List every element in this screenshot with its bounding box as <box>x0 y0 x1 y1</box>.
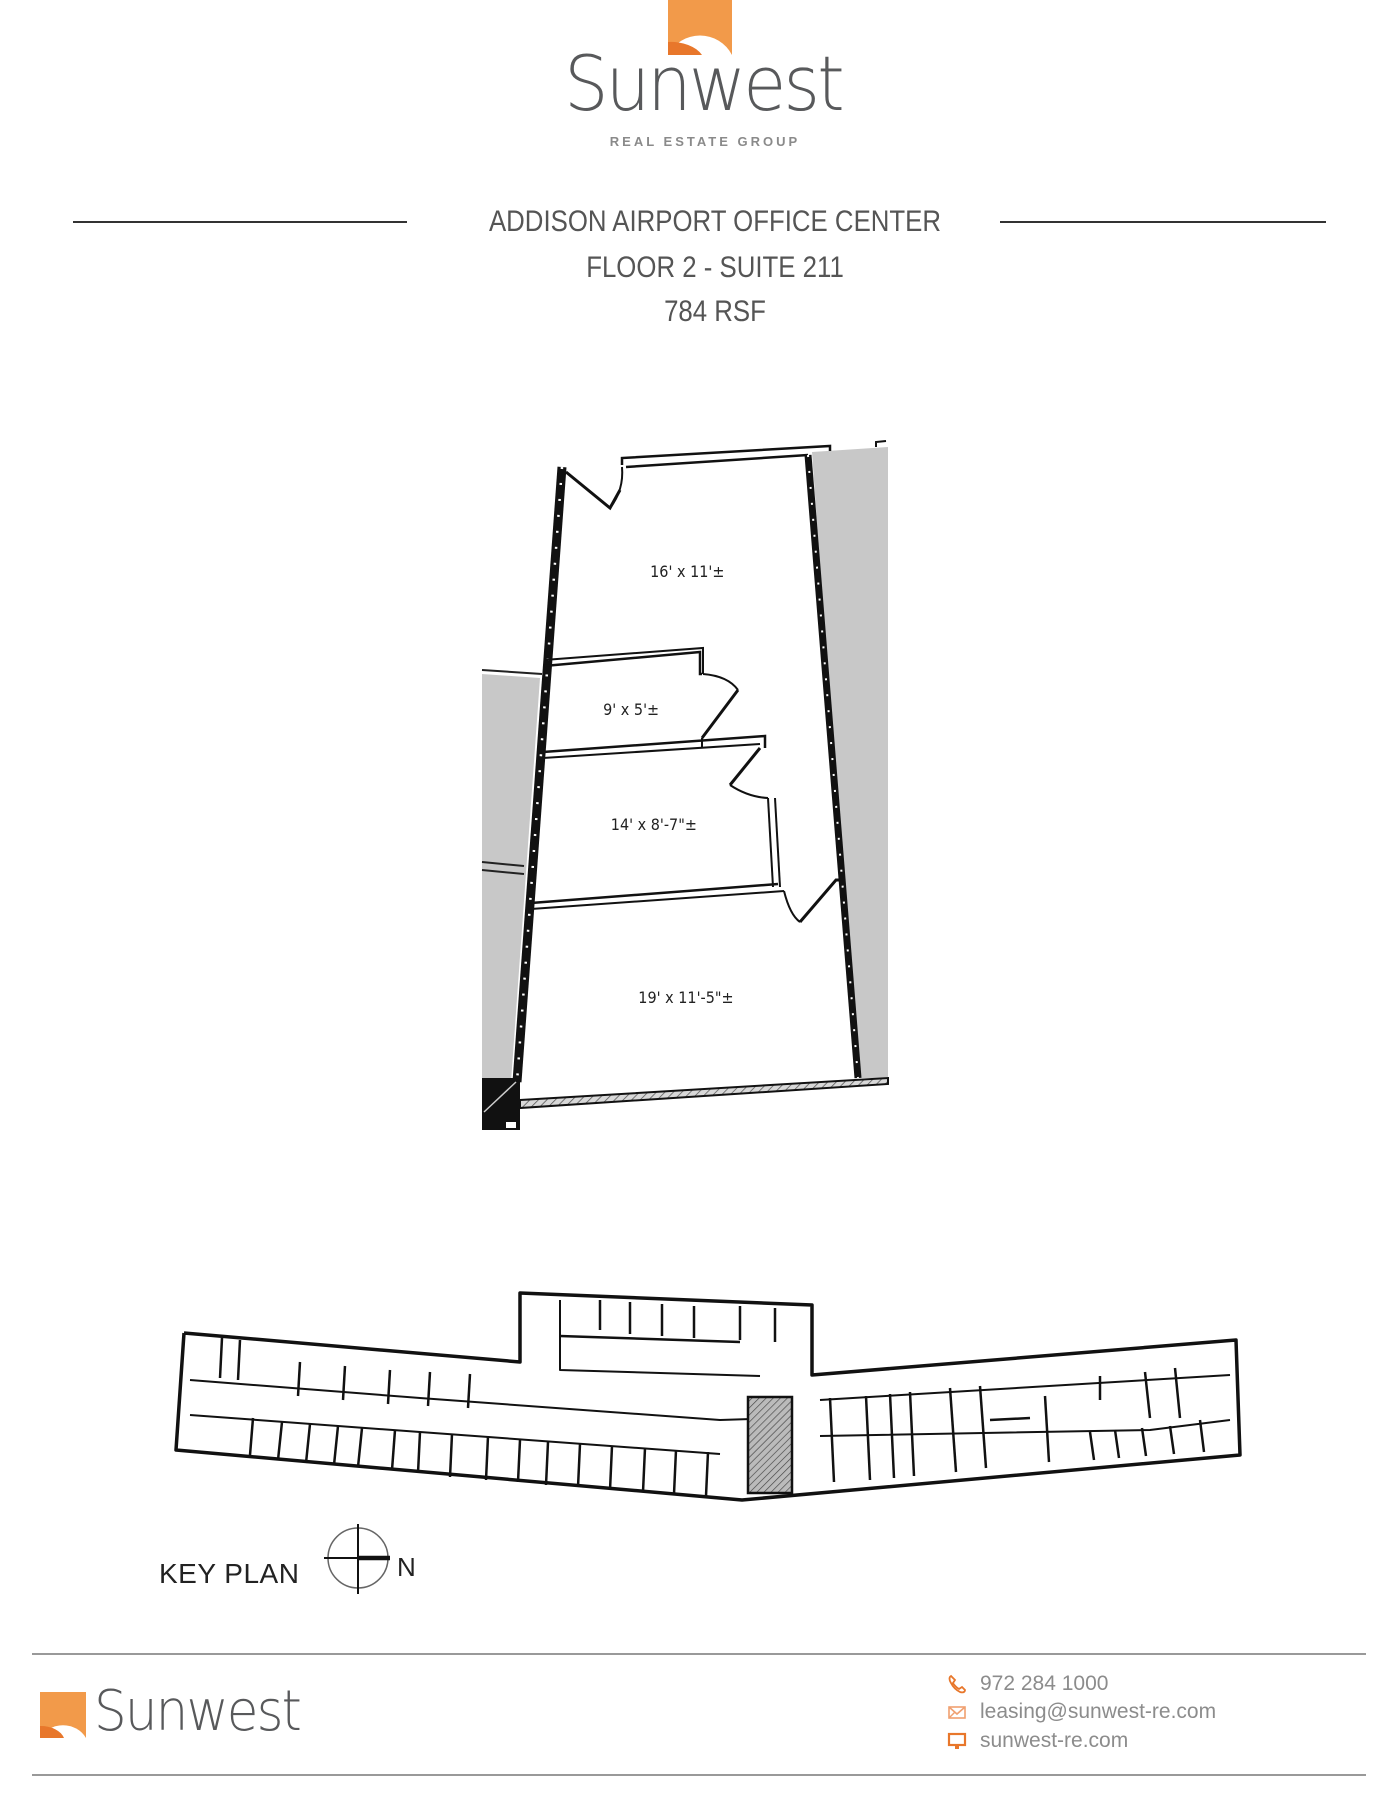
title-rule-left <box>73 221 407 223</box>
footer-rule-top <box>32 1653 1366 1655</box>
footer-logo-wordmark: Sunwest <box>94 1679 302 1744</box>
area-title: 784 RSF <box>664 295 766 328</box>
key-plan-suite-highlight <box>746 1395 794 1495</box>
room-label-4: 19' x 11'-5"± <box>638 988 734 1007</box>
phone-icon <box>948 1674 966 1694</box>
north-label: N <box>397 1552 416 1582</box>
header-logo-wordmark: Sunwest <box>564 39 844 128</box>
room-label-2: 9' x 5'± <box>603 700 660 719</box>
footer-rule-bottom <box>32 1774 1366 1776</box>
key-plan-label: KEY PLAN <box>159 1558 300 1589</box>
mail-icon <box>948 1706 966 1719</box>
contact-phone: 972 284 1000 <box>946 1671 1108 1697</box>
email-link[interactable]: leasing@sunwest-re.com <box>980 1700 1217 1723</box>
floor-suite-title: FLOOR 2 - SUITE 211 <box>586 251 844 284</box>
room-label-3: 14' x 8'-7"± <box>610 815 697 834</box>
web-icon <box>947 1732 967 1749</box>
adjacent-space-left <box>482 674 540 1082</box>
title-rule-right <box>1000 221 1326 223</box>
building-title: ADDISON AIRPORT OFFICE CENTER <box>488 205 942 238</box>
phone-link[interactable]: 972 284 1000 <box>980 1672 1109 1695</box>
header-logo-subtitle: REAL ESTATE GROUP <box>609 134 801 149</box>
north-compass-icon <box>324 1524 390 1594</box>
contact-website: sunwest-re.com <box>946 1728 1128 1754</box>
adjacent-space-right <box>812 447 888 1078</box>
contact-email: leasing@sunwest-re.com <box>946 1699 1216 1725</box>
room-label-1: 16' x 11'± <box>650 562 725 581</box>
footer-logo-mark-icon <box>40 1692 86 1738</box>
sunwest-logo-mark-icon <box>668 0 732 55</box>
website-link[interactable]: sunwest-re.com <box>980 1729 1129 1752</box>
